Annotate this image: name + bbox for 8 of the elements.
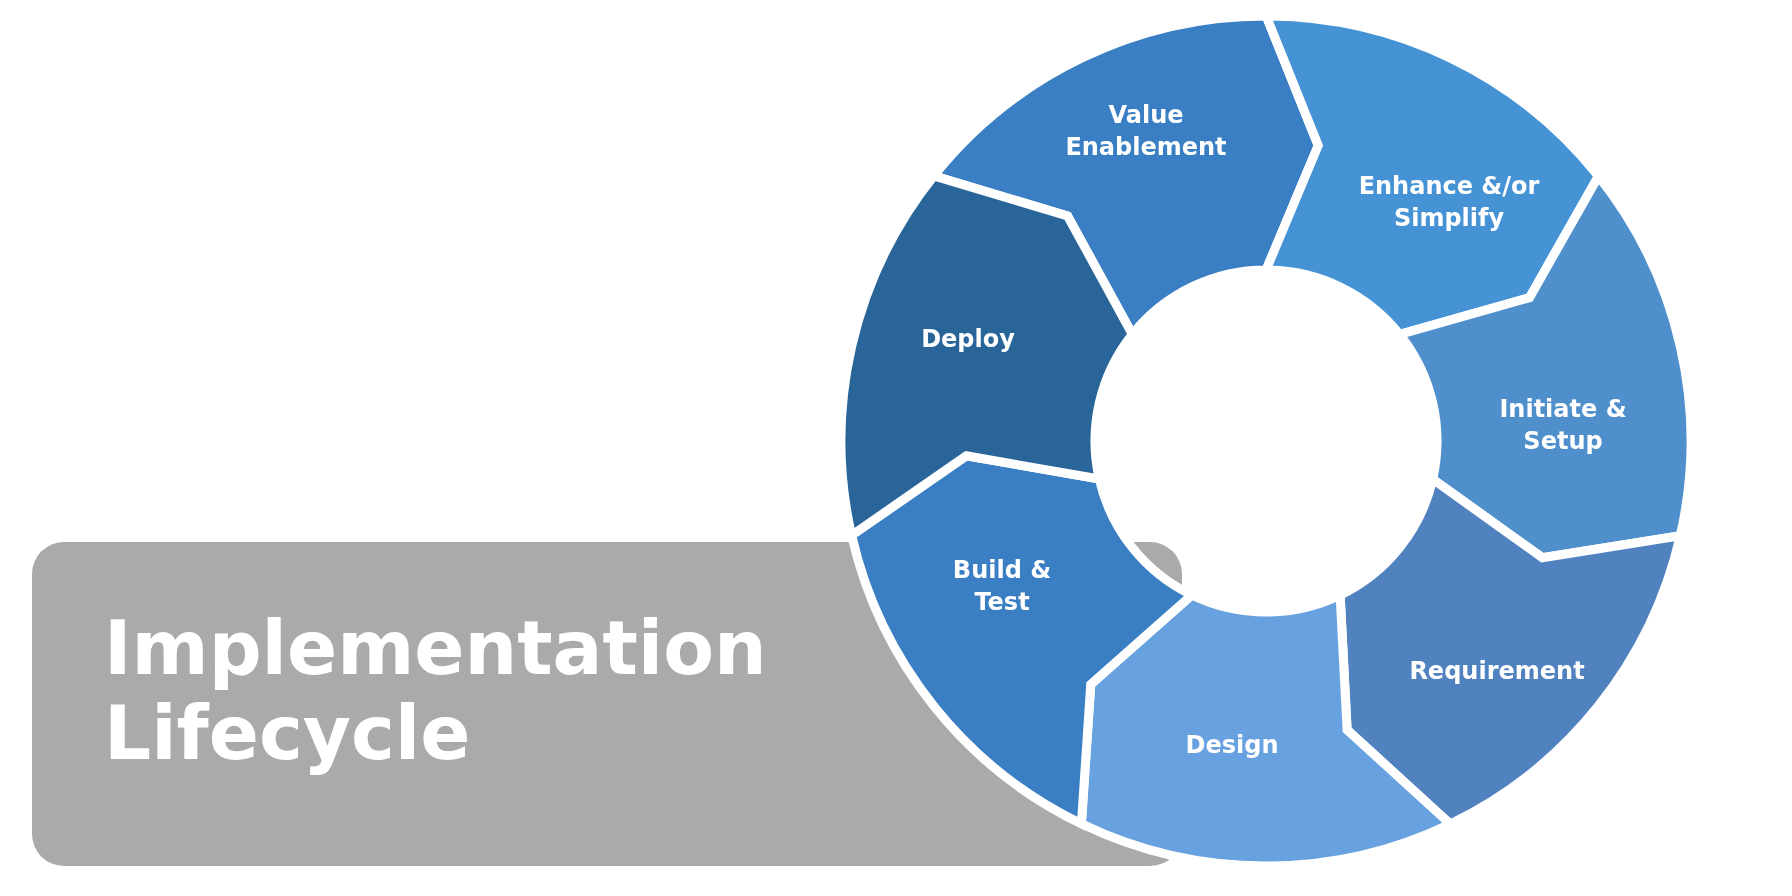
- segment-label: Design: [1185, 729, 1279, 761]
- segment-label: Deploy: [921, 323, 1015, 355]
- title-text: Implementation Lifecycle: [104, 606, 768, 777]
- segment-label: Requirement: [1409, 655, 1585, 687]
- segment-label: Build & Test: [951, 554, 1053, 618]
- segment-label: Value Enablement: [1064, 99, 1228, 163]
- segment-label: Enhance &/or Simplify: [1357, 170, 1541, 234]
- segment-label: Initiate & Setup: [1498, 393, 1628, 457]
